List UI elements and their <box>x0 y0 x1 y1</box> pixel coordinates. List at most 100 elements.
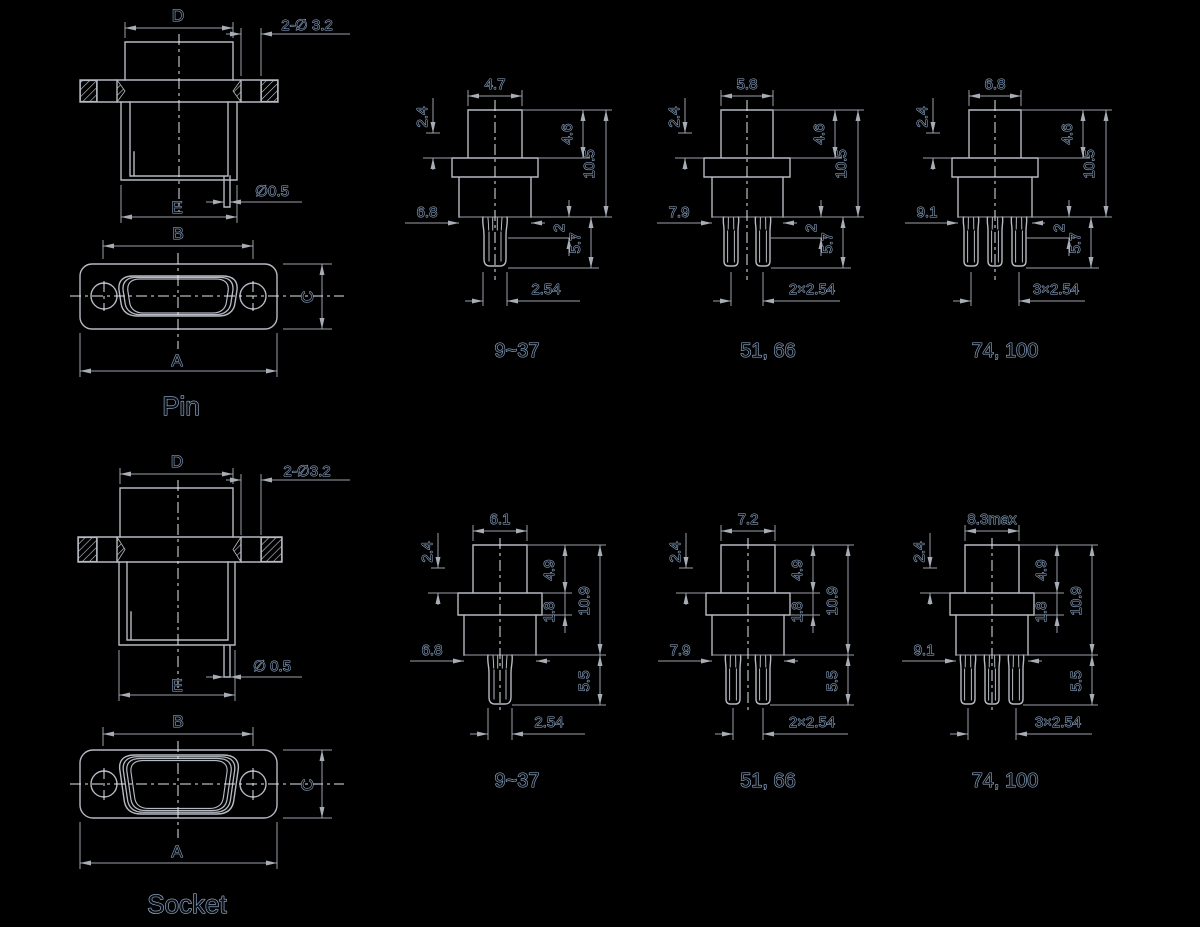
pin-label: Pin <box>162 391 200 421</box>
dim-body-width: 7.9 <box>670 642 691 659</box>
dim-body-width: 7.9 <box>669 204 690 221</box>
dim-b: B <box>172 712 183 731</box>
extension-lines <box>120 22 350 223</box>
dim-flange-thickness: 1.8 <box>541 602 558 623</box>
dim-tail-step: 2 <box>803 224 820 232</box>
pin-section-51-66: 5.8 2.4 7.9 4.6 10.5 2 5.7 2×2.54 51, 66 <box>657 76 864 363</box>
pin-d-opening <box>118 275 238 317</box>
dim-mate-depth: 4.6 <box>559 124 576 145</box>
dim-total-height: 10.9 <box>576 586 593 615</box>
socket-side-outline <box>118 487 236 678</box>
dim-total-height: 10.5 <box>833 149 850 178</box>
dim-top-width: 8.3max <box>967 511 1017 528</box>
socket-section-74-100: 8.3max 2.4 9.1 4.9 1.8 10.9 5.5 3×2.54 7… <box>902 511 1098 793</box>
dim-tail-length: 5.7 <box>819 233 836 254</box>
dim-mate-depth: 4.9 <box>789 560 806 581</box>
dimension-arrows <box>121 25 276 220</box>
dim-tail-length: 5.5 <box>824 671 841 692</box>
dimension-arrows <box>80 243 325 374</box>
section-label: 9~37 <box>494 340 539 362</box>
dimension-arrows <box>119 471 276 698</box>
extension-lines <box>675 90 864 306</box>
pin-side-view: D 2-∅ 3.2 ∅0.5 E <box>79 6 350 223</box>
extension-lines <box>923 90 1112 306</box>
socket-d-opening <box>118 754 240 815</box>
dim-upper-left: 2.4 <box>414 107 431 128</box>
dim-tail-length: 5.7 <box>567 233 584 254</box>
dim-d: D <box>171 452 183 471</box>
dim-tail-length: 5.5 <box>576 671 593 692</box>
socket-front-view: B C A <box>70 712 344 869</box>
dim-top-width: 6.8 <box>985 76 1006 93</box>
dim-top-width: 7.2 <box>738 511 759 528</box>
hatch-left <box>78 537 97 562</box>
dim-flange-thickness: 1.8 <box>1033 602 1050 623</box>
dim-mate-depth: 4.6 <box>1059 124 1076 145</box>
section-label: 74, 100 <box>972 770 1039 792</box>
dim-total-height: 10.9 <box>824 586 841 615</box>
dim-mate-depth: 4.6 <box>811 124 828 145</box>
dim-upper-left: 2.4 <box>914 107 931 128</box>
dim-total-height: 10.5 <box>1081 149 1098 178</box>
section-label: 74, 100 <box>972 340 1039 362</box>
dim-pin-dia: ∅ 0.5 <box>253 658 291 675</box>
dimension-arrows <box>657 93 861 304</box>
dim-total-height: 10.9 <box>1068 586 1085 615</box>
dim-body-width: 9.1 <box>917 204 938 221</box>
dimension-arrows <box>905 93 1109 304</box>
hatch-right <box>261 80 278 102</box>
extension-lines <box>676 525 854 740</box>
dim-mate-depth: 4.9 <box>1033 560 1050 581</box>
dim-b: B <box>172 224 183 243</box>
dimension-arrows <box>658 528 851 737</box>
socket-label: Socket <box>147 889 227 919</box>
dim-d: D <box>172 6 184 25</box>
socket-section-51-66: 7.2 2.4 7.9 4.9 1.8 10.9 5.5 2×2.54 51, … <box>658 511 854 793</box>
dim-body-width: 9.1 <box>914 642 935 659</box>
dim-pin-dia: ∅0.5 <box>255 183 289 200</box>
dimension-arrows <box>405 93 609 304</box>
dim-upper-left: 2.4 <box>419 542 436 563</box>
dimension-arrows <box>80 731 325 866</box>
dim-a: A <box>171 842 183 861</box>
dim-mount-holes: 2-∅3.2 <box>283 463 330 480</box>
extension-lines <box>920 525 1098 740</box>
centerlines <box>70 741 344 838</box>
socket-drawing: D 2-∅3.2 ∅ 0.5 E B C A Socket <box>70 452 1098 920</box>
dim-upper-left: 2.4 <box>666 107 683 128</box>
dim-body-width: 6.8 <box>417 204 438 221</box>
dim-total-height: 10.5 <box>581 149 598 178</box>
dim-flange-thickness: 1.8 <box>789 602 806 623</box>
dim-tail-length: 5.5 <box>1068 671 1085 692</box>
section-label: 51, 66 <box>740 770 796 792</box>
extension-lines <box>423 90 612 306</box>
dim-pitch: 2.54 <box>531 281 560 298</box>
dim-top-width: 6.1 <box>490 511 511 528</box>
centerlines <box>70 253 344 349</box>
dim-tail-step: 2 <box>1051 224 1068 232</box>
dim-e: E <box>171 676 182 695</box>
pin-section-74-100: 6.8 2.4 9.1 4.6 10.5 2 5.7 3×2.54 74, 10… <box>905 76 1112 363</box>
dimension-arrows <box>410 528 603 737</box>
dim-upper-left: 2.4 <box>911 542 928 563</box>
dim-pitch: 3×2.54 <box>1033 281 1079 298</box>
dim-pitch: 2×2.54 <box>789 281 835 298</box>
dim-top-width: 4.7 <box>485 76 506 93</box>
pin-front-view: B C A <box>70 224 344 377</box>
extension-lines <box>428 525 606 740</box>
socket-side-view: D 2-∅3.2 ∅ 0.5 E <box>77 452 350 701</box>
dim-tail-length: 5.7 <box>1067 233 1084 254</box>
dim-top-width: 5.8 <box>737 76 758 93</box>
dim-pitch: 2×2.54 <box>789 714 835 731</box>
dim-mate-depth: 4.9 <box>541 560 558 581</box>
hatch-wedge-left <box>116 78 126 104</box>
dim-tail-step: 2 <box>551 224 568 232</box>
extension-lines <box>79 240 332 377</box>
dim-e: E <box>171 198 182 217</box>
section-label: 9~37 <box>494 770 539 792</box>
section-label: 51, 66 <box>740 340 796 362</box>
dim-body-width: 6.8 <box>422 642 443 659</box>
extension-lines <box>79 727 332 869</box>
